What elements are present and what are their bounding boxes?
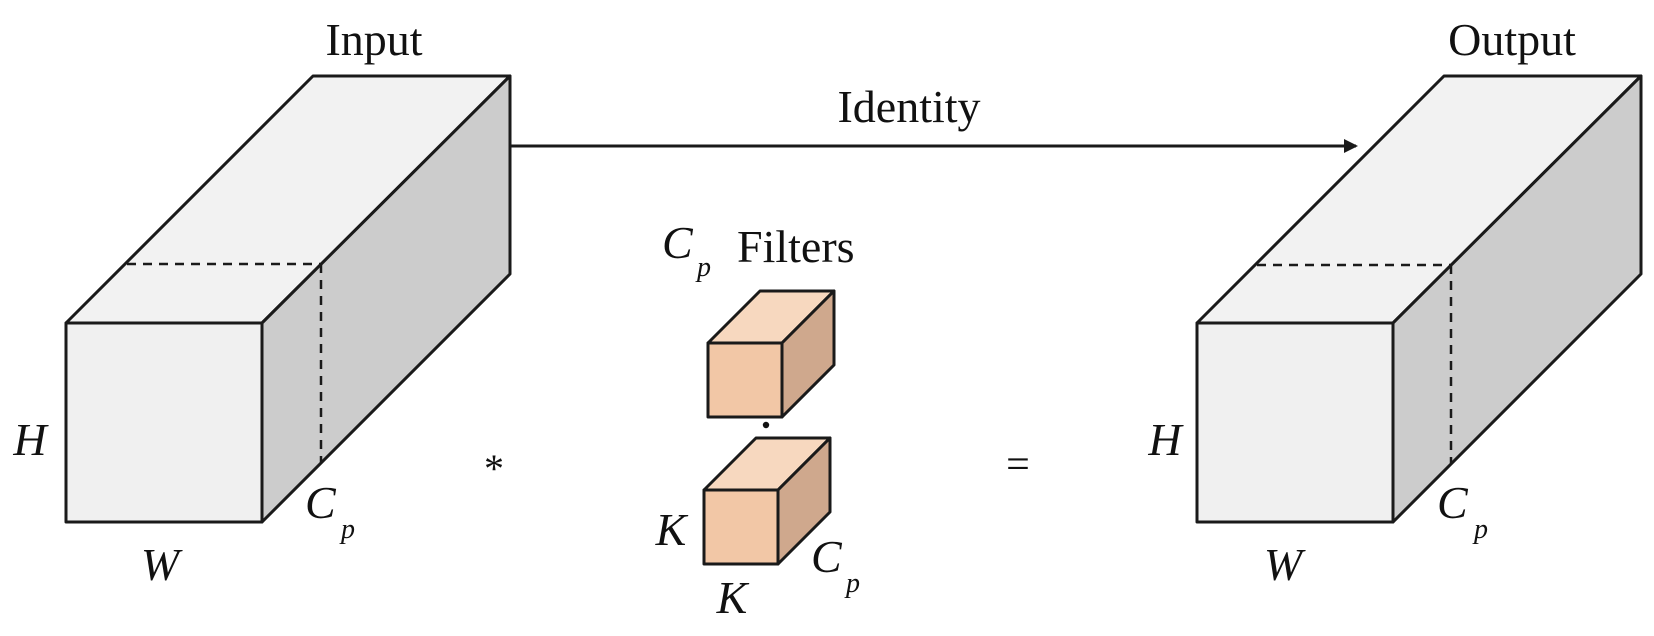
- input-height-label: H: [12, 414, 49, 465]
- input-width-label: W: [141, 539, 183, 590]
- filter-depth-label: C: [811, 531, 843, 582]
- equals-operator: =: [1006, 442, 1030, 488]
- filter-top-cube-front-face: [706, 341, 784, 419]
- filters-title: Filters: [737, 221, 855, 272]
- output-height-label: H: [1147, 414, 1184, 465]
- filter-kernel-width-label: K: [716, 572, 750, 623]
- input-block-front-face: [64, 321, 264, 524]
- filter-cube-bottom: [702, 436, 832, 566]
- identity-connection: Identity: [510, 81, 1358, 153]
- filter-bottom-cube-front-face: [702, 488, 780, 566]
- filters-count-label: C: [662, 217, 694, 268]
- ellipsis-dot: [762, 421, 770, 429]
- filter-cube-top: [706, 289, 836, 419]
- output-block-front-face: [1195, 321, 1395, 524]
- input-channel-subscript: p: [339, 514, 355, 545]
- filters-count-subscript: p: [695, 252, 711, 283]
- output-channel-subscript: p: [1472, 514, 1488, 545]
- convolution-operator: *: [484, 446, 504, 491]
- filter-depth-subscript: p: [844, 568, 860, 599]
- identity-label: Identity: [837, 81, 980, 132]
- input-title: Input: [325, 14, 422, 65]
- input-block: Input H W C p: [12, 14, 512, 590]
- output-title: Output: [1448, 14, 1576, 65]
- output-width-label: W: [1264, 539, 1306, 590]
- filters-group: C p Filters K K C p: [655, 217, 860, 623]
- output-channel-label: C: [1437, 477, 1469, 528]
- filter-kernel-height-label: K: [655, 504, 689, 555]
- input-channel-label: C: [305, 477, 337, 528]
- output-block: Output H W C p: [1147, 14, 1643, 590]
